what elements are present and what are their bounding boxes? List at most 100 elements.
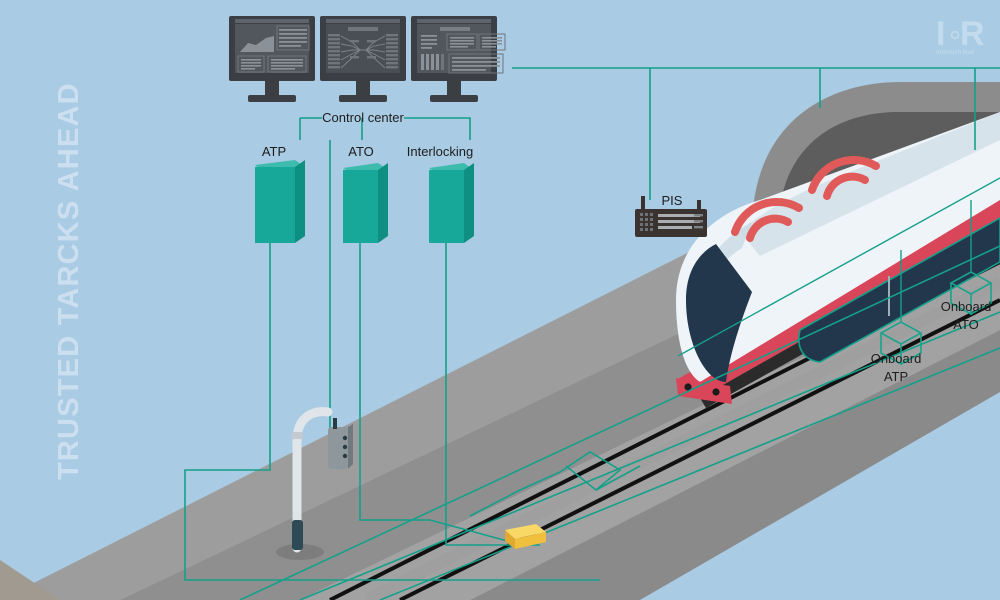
balise-top [505, 524, 546, 539]
balise-front [515, 532, 546, 549]
train-roof-shade [740, 112, 1000, 256]
onboard-ato[interactable] [949, 200, 993, 316]
logo-letter-i: I [936, 15, 945, 53]
wire-crossover [559, 451, 622, 492]
cabinet-interlocking-front [429, 170, 464, 243]
train-side-window [798, 218, 1000, 362]
wire-cc-right-arm [404, 117, 471, 140]
monitor-1-panel-b-frame [237, 55, 265, 73]
monitor-1-base [248, 95, 296, 102]
cabinet-atp-side [295, 160, 305, 243]
train-body [676, 112, 1000, 382]
monitor-3-titlebar [417, 19, 491, 23]
monitor-3-panel-a [450, 37, 474, 48]
signal-mast-foot [292, 520, 303, 550]
pis-label: PIS [662, 193, 683, 208]
train-window-outline [798, 217, 1000, 363]
pis-right-indicators [694, 214, 703, 229]
signal-mast-joint [292, 432, 303, 439]
monitor-1-text-panel-c [271, 59, 303, 70]
cabinet-ato-front [343, 170, 378, 243]
monitor-1-area-chart [240, 36, 274, 52]
monitor-1-text-panel-a [279, 29, 307, 47]
cabinet-atp[interactable] [255, 160, 305, 243]
cabinet-ato-label: ATO [348, 144, 374, 159]
balise-left [505, 530, 515, 549]
monitor-2[interactable] [320, 16, 406, 102]
cabinet-atp-label: ATP [262, 144, 286, 159]
cabinet-interlocking[interactable] [429, 163, 474, 243]
monitor-3-bar-chart [421, 54, 444, 70]
signal-mast-shadow [276, 544, 324, 560]
rail-right [399, 298, 1000, 600]
wifi-arc-rear [808, 156, 880, 200]
train-windshield [686, 244, 752, 382]
wire-crossover-tail [469, 471, 561, 517]
signal-head-side [348, 424, 353, 469]
onboard-ato-label-line1: Onboard [941, 299, 992, 314]
wire-track-side-a [299, 311, 1000, 600]
monitor-3-neck [447, 81, 461, 95]
cabinet-interlocking-side [464, 163, 474, 243]
monitor-3-base [430, 95, 478, 102]
onboard-atp[interactable] [879, 250, 923, 366]
control-center-label: Control center [322, 110, 404, 125]
wire-track-side-b [379, 347, 1000, 600]
signal-lamp-1 [342, 435, 348, 441]
logo-letter-r: R [960, 15, 985, 53]
monitor-2-node-column-right [386, 34, 398, 69]
monitor-3-panel-b-frame [478, 33, 506, 51]
onboard-ato-label-line2: ATO [953, 317, 979, 332]
monitor-1-titlebar [235, 19, 309, 23]
vertical-brand-title: TRUSTED TARCKS AHEAD [53, 82, 85, 480]
pis-message-bars [658, 214, 700, 229]
monitor-3[interactable] [411, 16, 506, 102]
pis-bracket-right [697, 200, 701, 212]
wire-atp-route [184, 243, 600, 581]
monitor-3-panel-c-frame [448, 53, 504, 74]
monitor-2-screen [326, 24, 400, 73]
onboard-atp-cube-left [880, 333, 902, 366]
monitor-1[interactable] [229, 16, 315, 102]
monitor-3-header-bar [440, 27, 470, 31]
monitor-2-titlebar [326, 19, 400, 23]
sleeper-band [363, 276, 1000, 600]
wire-interlocking-route [445, 243, 540, 546]
signal-mast-pole [292, 407, 333, 553]
cabinet-ato-side [378, 163, 388, 243]
monitor-1-text-panel-b [241, 59, 261, 70]
train-accent-line [677, 177, 1000, 357]
monitor-1-panel-a-frame [276, 25, 310, 51]
monitor-3-panel-c [452, 57, 500, 71]
wifi-arc-front [731, 198, 803, 242]
signal-lamp-3 [342, 453, 348, 459]
monitor-3-left-list [421, 35, 437, 49]
monitor-3-panel-b [482, 37, 502, 48]
embankment-corner [0, 560, 60, 600]
cabinet-atp-front [255, 167, 295, 243]
cabinet-interlocking-label: Interlocking [407, 144, 473, 159]
wire-crossover-head [595, 465, 641, 491]
onboard-atp-cube-right [900, 333, 922, 365]
wifi-arc-rear-inner [823, 172, 869, 200]
pis-indicator-grid [640, 213, 653, 231]
monitor-1-panel-c-frame [267, 55, 307, 73]
train-headlight-left [684, 383, 692, 391]
signal-head-antenna [333, 418, 337, 429]
monitor-2-node-column-left [328, 34, 340, 69]
signal-lamp-2 [342, 444, 348, 450]
cabinet-ato[interactable] [343, 163, 388, 243]
wire-track-side-c [239, 245, 1000, 600]
onboard-atp-label-line2: ATP [884, 369, 908, 384]
wire-ato-route [359, 243, 430, 521]
